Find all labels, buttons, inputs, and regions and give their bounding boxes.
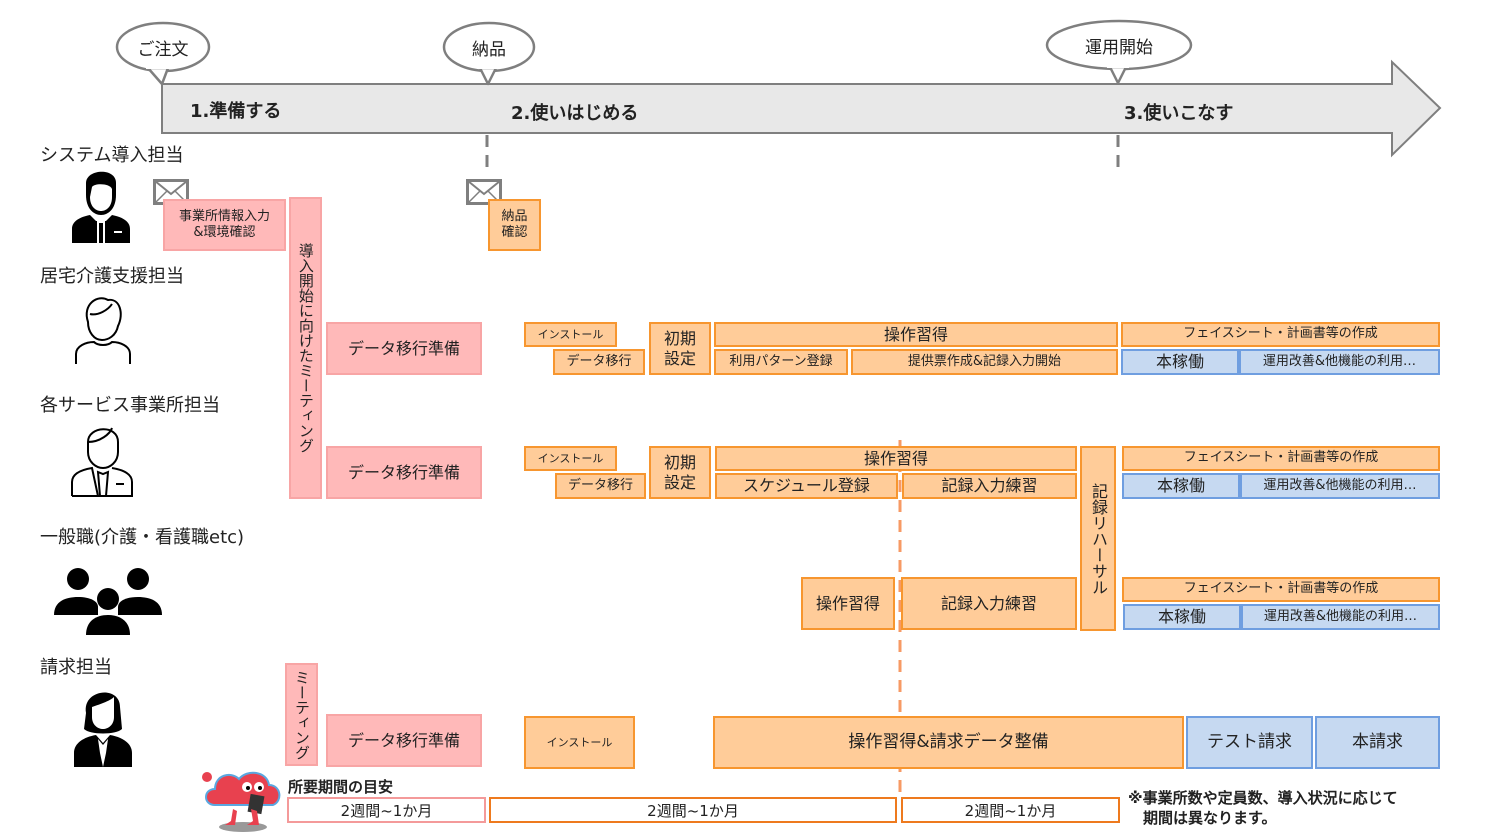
duration-start-using: 2週間~1か月	[489, 797, 897, 823]
task-data-migration-prep: データ移行準備	[326, 446, 482, 499]
businessman-icon	[72, 171, 130, 243]
task-production: 本稼働	[1123, 604, 1241, 630]
task-kickoff-meeting: 導入開始に向けたミーティング	[289, 197, 322, 499]
milestone-bubble-go-live	[1045, 19, 1193, 85]
milestone-go-live: 運用開始	[1085, 38, 1153, 58]
task-training-billing-data: 操作習得&請求データ整備	[713, 716, 1184, 769]
milestone-bubble-delivery	[442, 21, 536, 86]
duration-note: ※事業所数や定員数、導入状況に応じて 期間は異なります。	[1128, 789, 1398, 827]
task-improvement: 運用改善&他機能の利用…	[1239, 349, 1440, 375]
duration-practice: 2週間~1か月	[901, 797, 1120, 823]
duration-prepare: 2週間~1か月	[287, 797, 486, 823]
phase-master: 3.使いこなす	[1124, 103, 1234, 124]
task-initial-setup: 初期 設定	[649, 446, 711, 499]
milestone-bubble-order	[115, 21, 211, 86]
phase-prepare: 1.準備する	[190, 101, 282, 122]
woman-outline-icon	[75, 297, 131, 364]
mascot-icon	[202, 771, 281, 832]
task-install: インストール	[524, 716, 635, 769]
role-service-office: 各サービス事業所担当	[40, 395, 220, 416]
task-install: インストール	[524, 322, 617, 347]
task-delivery-check: 納品 確認	[488, 199, 541, 251]
task-operation-training: 操作習得	[715, 446, 1077, 471]
businesswoman-icon	[74, 692, 132, 767]
task-production: 本稼働	[1122, 473, 1240, 499]
task-data-migration: データ移行	[555, 473, 646, 499]
milestone-delivery: 納品	[472, 40, 506, 60]
task-improvement: 運用改善&他機能の利用…	[1241, 604, 1440, 630]
task-record-input-start: 提供票作成&記録入力開始	[851, 349, 1118, 375]
task-initial-setup: 初期 設定	[649, 322, 711, 375]
task-data-migration-prep: データ移行準備	[326, 322, 482, 375]
role-billing: 請求担当	[40, 657, 112, 678]
businessman-outline-icon	[71, 427, 133, 497]
task-facesheet: フェイスシート・計画書等の作成	[1122, 577, 1440, 602]
task-record-rehearsal: 記録リハーサル	[1080, 446, 1116, 631]
task-improvement: 運用改善&他機能の利用…	[1240, 473, 1440, 499]
milestone-order: ご注文	[137, 40, 189, 60]
task-office-info-input: 事業所情報入力 &環境確認	[163, 199, 286, 251]
task-data-migration-prep: データ移行準備	[326, 714, 482, 767]
task-record-practice: 記録入力練習	[902, 473, 1077, 499]
task-facesheet: フェイスシート・計画書等の作成	[1121, 322, 1440, 347]
task-meeting: ミーティング	[285, 663, 318, 766]
role-care-manager: 居宅介護支援担当	[40, 266, 184, 287]
task-production: 本稼働	[1121, 349, 1239, 375]
task-real-billing: 本請求	[1315, 716, 1440, 769]
timeline-arrow	[115, 19, 1442, 170]
role-general-staff: 一般職(介護・看護職etc)	[40, 527, 245, 548]
task-schedule-registration: スケジュール登録	[715, 473, 898, 499]
mail-icon	[466, 179, 502, 205]
group-icon	[54, 568, 162, 635]
task-install: インストール	[524, 446, 617, 471]
task-pattern-registration: 利用パターン登録	[714, 349, 848, 375]
task-operation-training: 操作習得	[714, 322, 1118, 347]
task-operation-training: 操作習得	[801, 577, 895, 630]
role-system-admin: システム導入担当	[40, 145, 184, 166]
task-record-practice: 記録入力練習	[901, 577, 1077, 630]
task-facesheet: フェイスシート・計画書等の作成	[1122, 446, 1440, 471]
task-data-migration: データ移行	[553, 349, 645, 375]
duration-title: 所要期間の目安	[288, 778, 394, 796]
task-test-billing: テスト請求	[1186, 716, 1313, 769]
phase-start-using: 2.使いはじめる	[511, 103, 639, 124]
